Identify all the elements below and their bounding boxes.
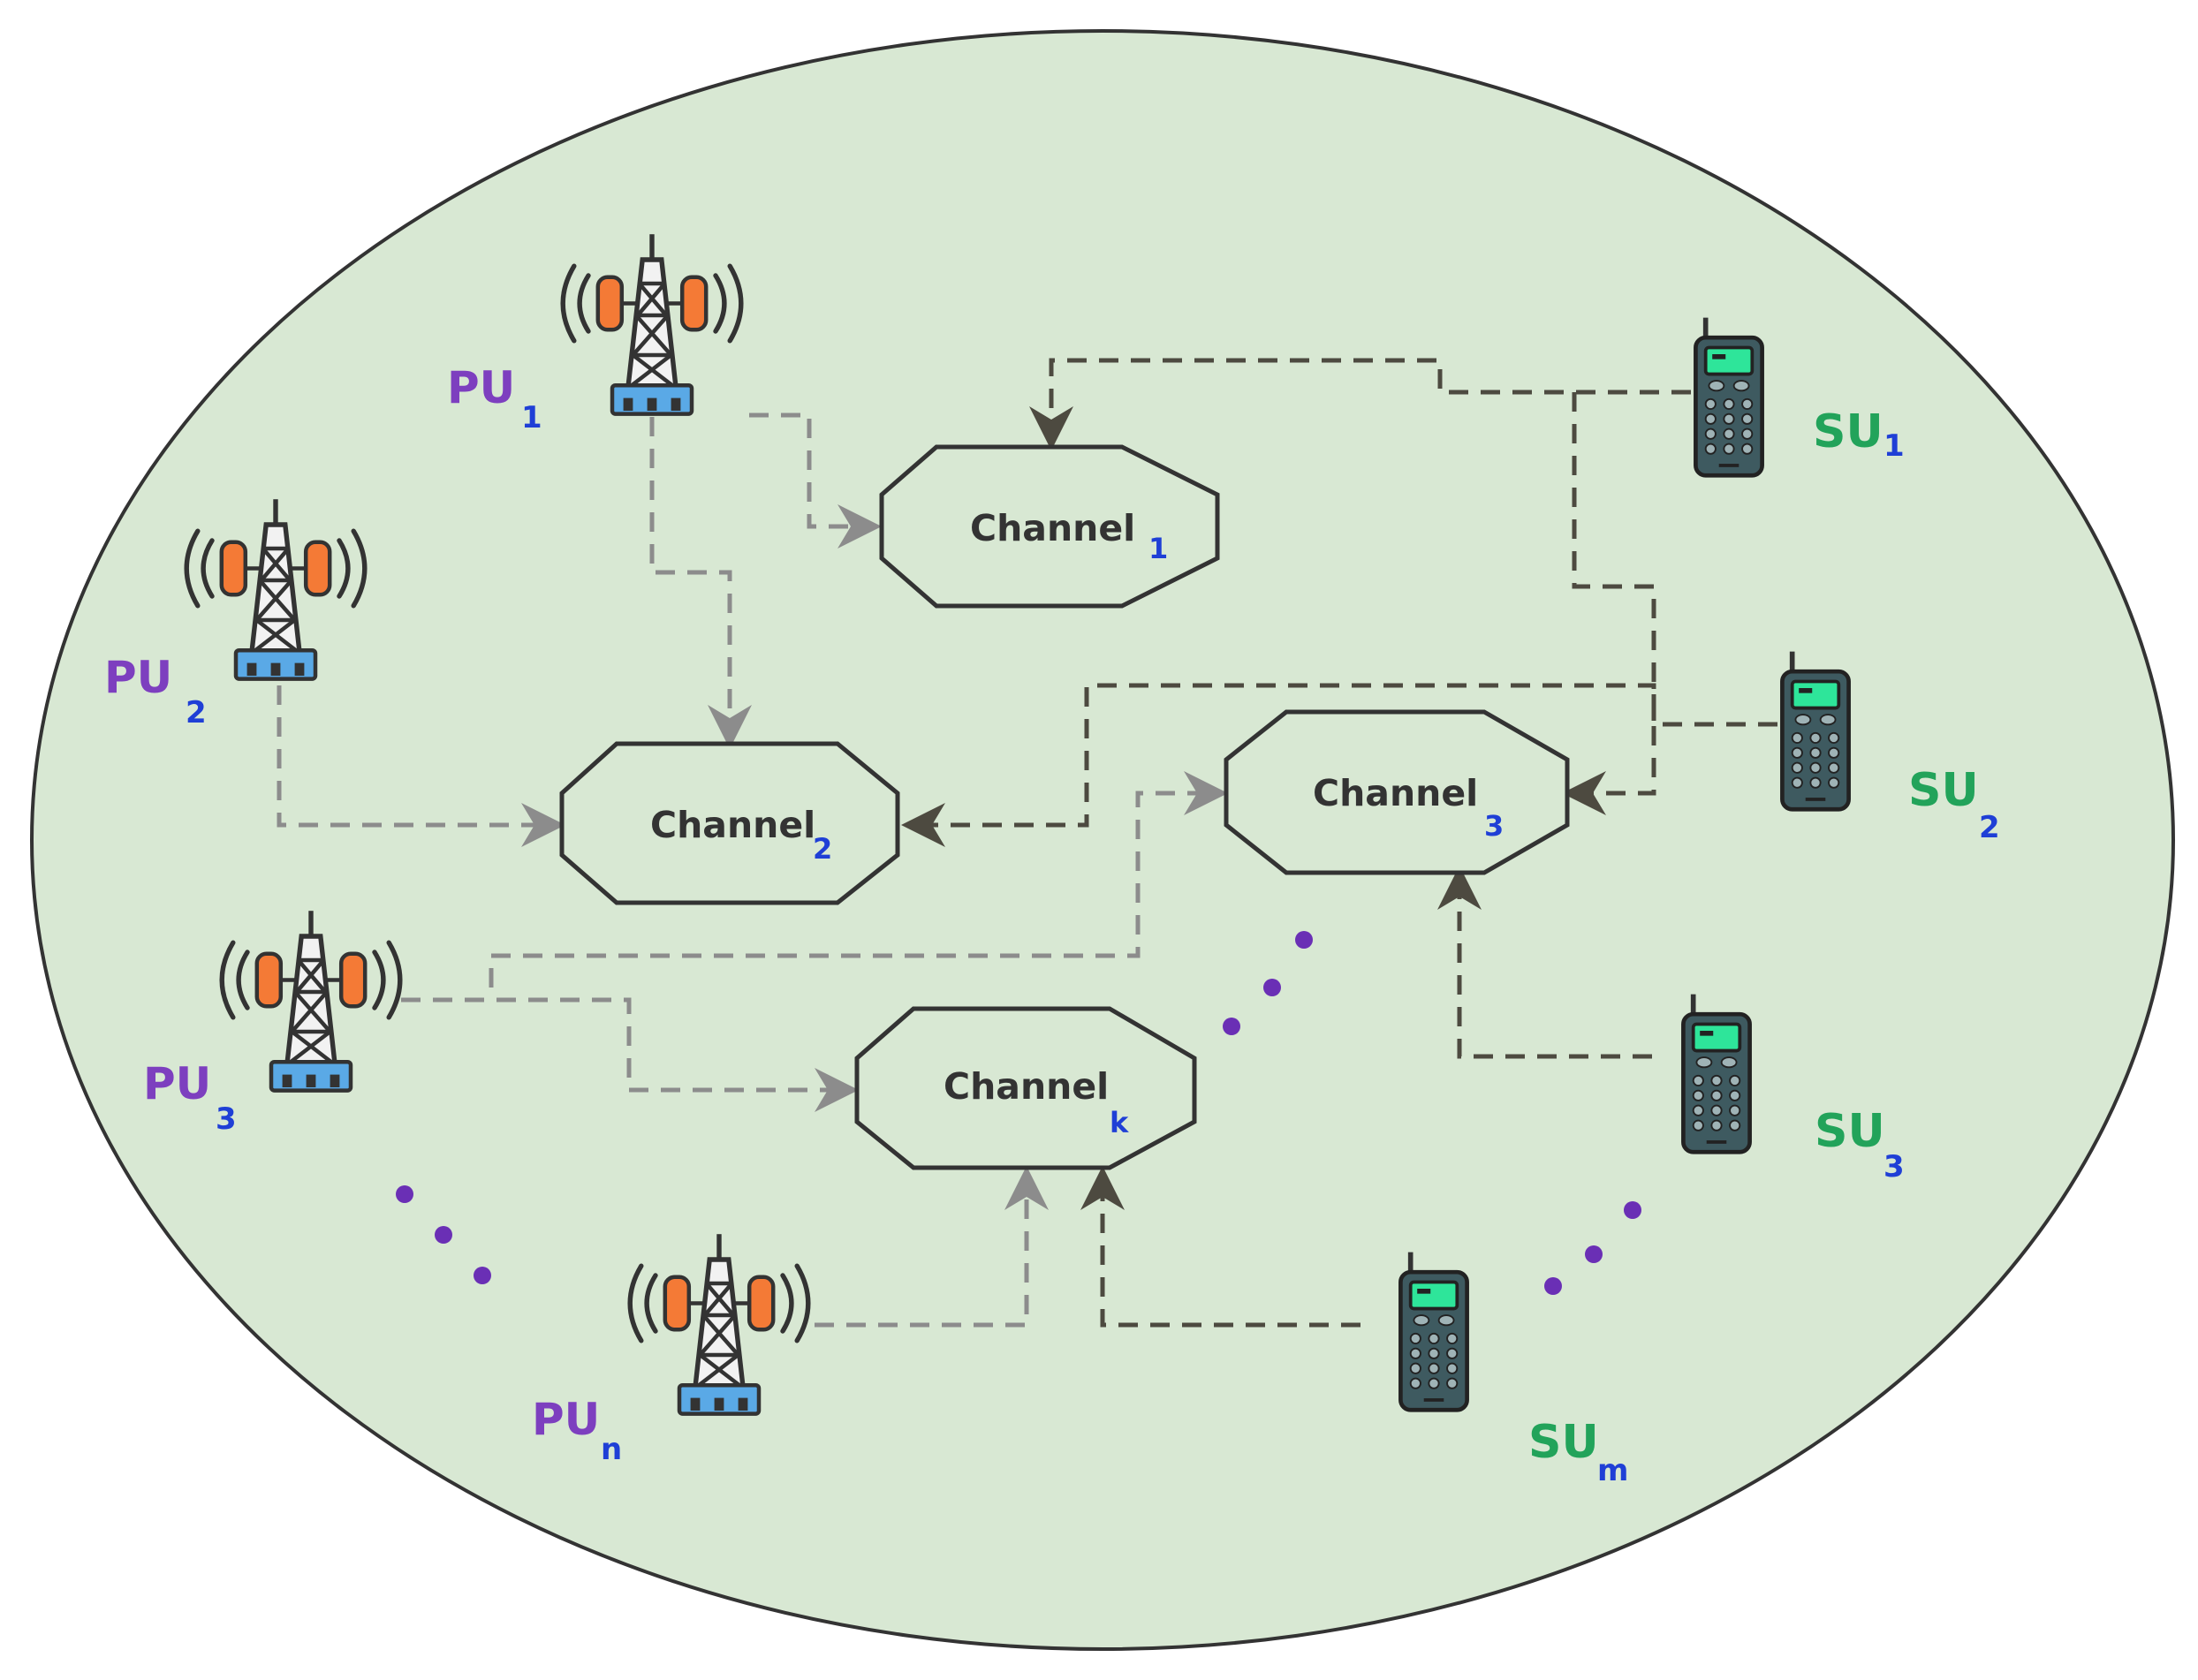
sum-label: SU bbox=[1528, 1416, 1599, 1469]
link-pun-channelk bbox=[815, 1166, 1049, 1328]
su2-subscript: 2 bbox=[1979, 810, 2000, 845]
sum-subscript: m bbox=[1597, 1453, 1628, 1488]
link-su1-channel1 bbox=[1029, 358, 1691, 450]
pu1-label: PU bbox=[447, 362, 515, 413]
su3-subscript: 3 bbox=[1883, 1149, 1905, 1184]
channel-3-node bbox=[1224, 709, 1570, 875]
su3-label: SU bbox=[1815, 1105, 1885, 1158]
channel-3-subscript: 3 bbox=[1484, 809, 1504, 843]
link-sum-channelk bbox=[1080, 1166, 1360, 1328]
su2-label: SU bbox=[1908, 764, 1979, 817]
su-ellipsis-dots bbox=[1544, 1201, 1641, 1295]
link-pu1-channel2 bbox=[649, 417, 752, 749]
link-pu2-channel2 bbox=[277, 685, 565, 847]
link-su3-channel3 bbox=[1437, 866, 1652, 1059]
pu-ellipsis-dots bbox=[396, 1185, 491, 1284]
channel-1-node bbox=[879, 444, 1220, 609]
link-su1-channel3 bbox=[1562, 392, 1656, 815]
channel-ellipsis-dots bbox=[1223, 931, 1313, 1035]
su1-label: SU bbox=[1813, 405, 1883, 458]
channel-2-subscript: 2 bbox=[813, 832, 832, 866]
su3-phone-icon bbox=[1683, 995, 1749, 1153]
pun-label: PU bbox=[532, 1394, 600, 1445]
channel-k-label: Channel bbox=[944, 1065, 1109, 1108]
pu3-label: PU bbox=[143, 1058, 211, 1109]
su2-phone-icon bbox=[1782, 652, 1848, 810]
link-pu3-channel3 bbox=[489, 771, 1228, 988]
pu2-subscript: 2 bbox=[186, 695, 207, 730]
su1-subscript: 1 bbox=[1883, 428, 1905, 464]
link-pu1-channel1 bbox=[749, 412, 882, 549]
channel-1-subscript: 1 bbox=[1148, 532, 1168, 565]
channel-k-subscript: k bbox=[1110, 1106, 1129, 1139]
channel-2-node bbox=[559, 741, 900, 905]
pun-subscript: n bbox=[601, 1432, 622, 1467]
pu3-subscript: 3 bbox=[216, 1101, 237, 1137]
link-su2-channel2 bbox=[901, 683, 1777, 847]
channel-2-label: Channel bbox=[650, 804, 815, 846]
channel-k-node bbox=[854, 1006, 1197, 1170]
link-pu3-channelk bbox=[401, 997, 859, 1112]
channel-3-label: Channel bbox=[1313, 772, 1478, 814]
channel-1-label: Channel bbox=[970, 507, 1135, 549]
network-area bbox=[30, 29, 2175, 1651]
pu2-label: PU bbox=[104, 652, 172, 703]
pu1-subscript: 1 bbox=[521, 400, 542, 435]
sum-phone-icon bbox=[1400, 1252, 1467, 1411]
su1-phone-icon bbox=[1695, 318, 1762, 476]
